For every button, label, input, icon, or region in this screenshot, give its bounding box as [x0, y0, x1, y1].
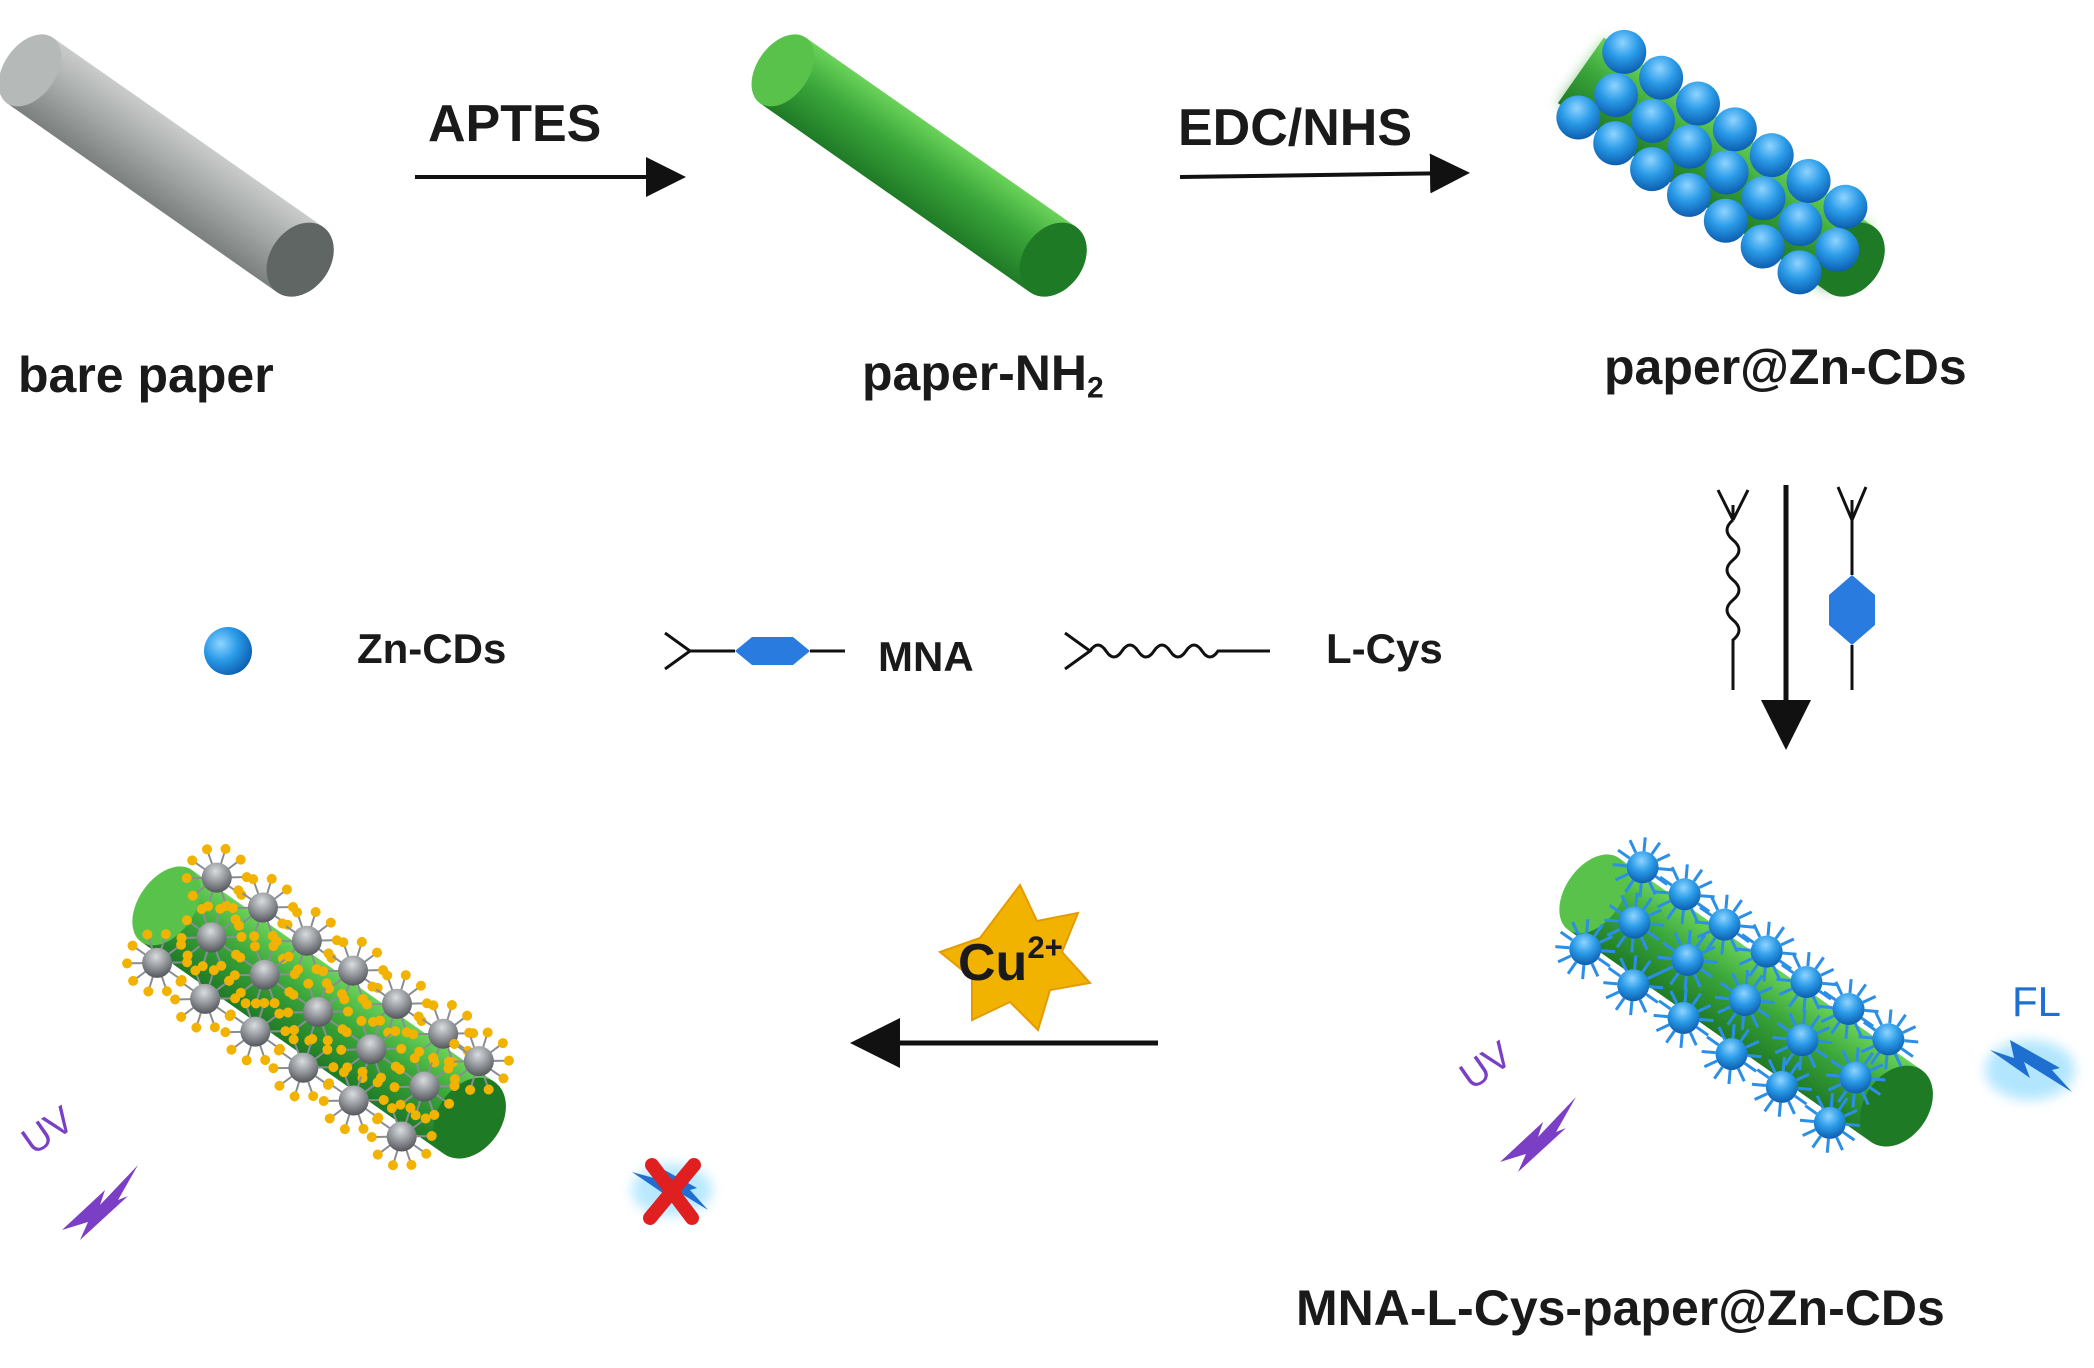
zncd-dot — [1556, 95, 1601, 140]
zncd-dot — [1815, 227, 1860, 272]
legend-mna-symbol — [664, 631, 845, 671]
fl-zncd-dot — [1736, 921, 1797, 982]
fl-zncd-dot — [1714, 969, 1776, 1031]
legend-mna-label: MNA — [878, 633, 974, 680]
bare-paper-label: bare paper — [18, 347, 274, 403]
legend-lcys-label: L-Cys — [1326, 625, 1443, 672]
fl-zncd-dot — [1604, 892, 1665, 953]
zncd-dot — [1602, 29, 1647, 74]
bare-paper-rod — [0, 34, 334, 297]
amine-paper-rod — [751, 34, 1087, 297]
zncd-dot — [1630, 147, 1675, 192]
zncd-dot — [1593, 121, 1638, 166]
quench-cross-icon — [643, 1158, 701, 1225]
quenched-zncd-dot — [318, 936, 389, 1005]
zncd-paper-label: paper@Zn-CDs — [1604, 339, 1967, 395]
fl-zncd-dot — [1603, 955, 1664, 1016]
zncd-dot — [1749, 133, 1794, 178]
fl-zncd-dot — [1776, 951, 1837, 1013]
functionalized-paper-rod — [1555, 837, 1933, 1153]
cu-ion-charge: 2+ — [1027, 930, 1063, 965]
zncd-dot — [1740, 224, 1785, 269]
fl-zncd-dot — [1818, 979, 1879, 1040]
zncd-paper-rod — [1556, 29, 1885, 297]
fl-zncd-dot — [1555, 919, 1616, 980]
amine-paper-label: paper-NH2 — [862, 348, 1104, 404]
step-aptes-label: APTES — [428, 95, 602, 153]
legend-zncds-label: Zn-CDs — [357, 625, 507, 672]
quenched-zncd-dot — [170, 965, 241, 1033]
zncd-dot — [1630, 98, 1675, 143]
zncd-dot — [1741, 176, 1786, 221]
cu-ion-symbol: Cu — [958, 933, 1028, 992]
legend-lcys-symbol — [1064, 631, 1270, 671]
lcys-ligand-vertical — [1716, 489, 1750, 690]
quenched-zncd-dot — [176, 903, 247, 972]
step-edc-nhs-label: EDC/NHS — [1178, 99, 1413, 157]
quenched-zncd-dot — [220, 997, 291, 1066]
mna-ligand-vertical — [1829, 486, 1875, 690]
zncd-dot — [1703, 198, 1748, 243]
quenched-zncd-dot — [271, 907, 342, 975]
quenched-zncd-dot — [366, 1102, 437, 1171]
fl-bolt — [1990, 1040, 2072, 1092]
cu-ion-label: Cu2+ — [958, 932, 1063, 989]
zncd-dot — [1712, 107, 1757, 152]
quenched-zncd-dot — [408, 1000, 479, 1068]
zncd-dot — [1786, 158, 1831, 203]
fl-zncd-dot — [1825, 1047, 1886, 1108]
fl-zncd-dot — [1799, 1092, 1860, 1153]
amine-paper-label-subscript: 2 — [1087, 371, 1104, 405]
zncd-dot — [1666, 172, 1711, 217]
zncd-dot — [1778, 202, 1823, 247]
cu-star — [937, 883, 1092, 1032]
quenched-zncd-dot — [389, 1052, 460, 1121]
fl-zncd-dot — [1653, 987, 1714, 1049]
zncd-dot — [1667, 124, 1712, 169]
quenched-zncd-dot — [122, 929, 193, 997]
fl-glow — [1985, 1040, 2075, 1100]
fl-zncd-dot — [1701, 1024, 1762, 1085]
quenched-zncd-dot — [283, 978, 353, 1046]
uv-bolt-left — [62, 1165, 138, 1240]
zncd-dot — [1704, 150, 1749, 195]
functionalized-paper-label: MNA-L-Cys-paper@Zn-CDs — [1296, 1280, 1945, 1336]
fl-zncd-dot — [1694, 894, 1755, 955]
fl-zncd-dot — [1772, 1010, 1833, 1071]
zncd-dot — [1675, 81, 1720, 126]
zncd-dot — [1594, 73, 1639, 118]
fl-label: FL — [2012, 978, 2062, 1025]
fl-zncd-dot — [1657, 929, 1718, 990]
zncd-dot — [1777, 250, 1822, 295]
legend-zncd-dot — [204, 627, 252, 675]
amine-paper-label-main: paper-NH — [862, 345, 1088, 401]
zncd-dot — [1823, 184, 1868, 229]
quenched-paper-rod — [122, 843, 514, 1171]
quenched-zncd-dot — [227, 873, 298, 942]
edc-nhs-arrow — [1179, 153, 1470, 194]
fl-zncd-dot — [1612, 837, 1673, 898]
quenched-zncd-dot — [443, 1027, 514, 1095]
uv-bolt-right — [1500, 1097, 1576, 1172]
quenched-zncd-dot — [229, 941, 300, 1009]
fl-zncd-dot — [1751, 1056, 1812, 1117]
fl-zncd-dot — [1858, 1009, 1919, 1070]
fl-zncd-dot — [1654, 864, 1715, 925]
zncd-dot — [1639, 55, 1684, 100]
